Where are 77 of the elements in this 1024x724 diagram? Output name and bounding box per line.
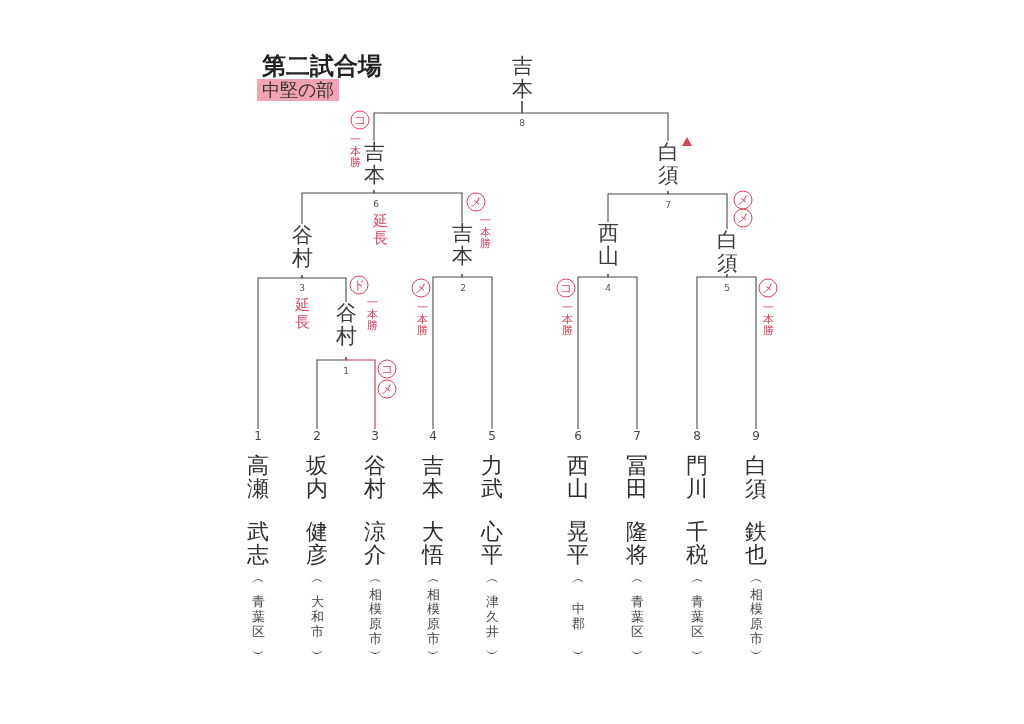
score-note: 一本勝: [561, 302, 573, 337]
player-region: ︵相模原市︶: [426, 572, 440, 663]
bracket-line: [607, 190, 669, 223]
seed-number: 9: [752, 429, 760, 443]
player-given-name: 大悟: [422, 520, 444, 567]
player-given-name: 晃平: [567, 520, 589, 567]
winner-name: 白須: [657, 141, 679, 191]
player-given-name: 隆将: [626, 520, 648, 567]
player-region: ︵青葉区︶: [690, 572, 704, 663]
player-given-name: 鉄也: [745, 520, 767, 567]
bracket-line: [301, 189, 375, 225]
bracket-line: [577, 273, 609, 430]
seed-number: 2: [313, 429, 321, 443]
winner-name: 谷村: [291, 224, 313, 275]
seed-number: 3: [371, 429, 379, 443]
score-note: 一本勝: [349, 134, 361, 169]
winner-name: 白須: [716, 229, 738, 274]
player-region: ︵相模原市︶: [368, 572, 382, 663]
player-region: ︵青葉区︶: [251, 572, 265, 663]
player-surname: 高瀬: [247, 454, 269, 501]
seed-number: 5: [488, 429, 496, 443]
player-surname: 谷村: [364, 454, 386, 501]
seed-number: 7: [633, 429, 641, 443]
player-given-name: 健彦: [306, 520, 328, 567]
extension-note: 延長: [294, 297, 310, 330]
bracket-line: [667, 190, 728, 230]
bracket-line: [301, 274, 347, 303]
player-given-name: 心平: [481, 520, 503, 567]
player-given-name: 千税: [686, 520, 708, 567]
match-number: 3: [299, 282, 305, 294]
score-note: 一本勝: [366, 297, 378, 332]
bracket-line: [726, 273, 757, 430]
match-number: 6: [373, 198, 379, 210]
match-number: 8: [519, 117, 525, 129]
player-region: ︵青葉区︶: [630, 572, 644, 663]
page-title: 第二試合場: [262, 54, 382, 78]
score-note: 一本勝: [479, 215, 491, 250]
player-surname: 冨田: [626, 454, 648, 501]
winner-name: 谷村: [335, 302, 357, 357]
player-surname: 白須: [745, 454, 767, 501]
player-region: ︵中郡︶: [571, 572, 585, 663]
winner-name: 吉本: [511, 55, 533, 101]
bracket-line: [521, 100, 669, 142]
extension-note: 延長: [372, 213, 388, 246]
score-note: 一本勝: [416, 302, 428, 337]
player-region: ︵津久井︶: [485, 572, 499, 663]
division-tag: 中堅の部: [257, 79, 339, 101]
player-surname: 力武: [481, 454, 503, 501]
match-number: 1: [343, 365, 349, 377]
winner-name: 吉本: [451, 222, 473, 274]
bracket-line: [257, 274, 303, 430]
player-surname: 門川: [686, 454, 708, 501]
player-region: ︵大和市︶: [310, 572, 324, 663]
seed-number: 8: [693, 429, 701, 443]
seed-number: 6: [574, 429, 582, 443]
bracket-line: [696, 273, 728, 430]
winner-name: 西山: [597, 222, 619, 274]
winner-name: 吉本: [363, 141, 385, 190]
player-surname: 吉本: [422, 454, 444, 501]
bracket-line: [345, 356, 376, 430]
player-surname: 西山: [567, 454, 589, 501]
bracket-line: [316, 356, 347, 430]
seed-number: 4: [429, 429, 437, 443]
match-number: 5: [724, 282, 730, 294]
match-number: 2: [460, 282, 466, 294]
bracket-line: [461, 273, 493, 430]
seed-number: 1: [254, 429, 262, 443]
bracket-line: [432, 273, 463, 430]
bracket-line: [607, 273, 638, 430]
player-region: ︵相模原市︶: [749, 572, 763, 663]
score-note: 一本勝: [762, 302, 774, 337]
match-number: 4: [605, 282, 611, 294]
player-surname: 坂内: [306, 454, 328, 501]
player-given-name: 涼介: [364, 520, 386, 567]
player-given-name: 武志: [247, 520, 269, 567]
bracket-line: [373, 189, 463, 223]
match-number: 7: [665, 199, 671, 211]
